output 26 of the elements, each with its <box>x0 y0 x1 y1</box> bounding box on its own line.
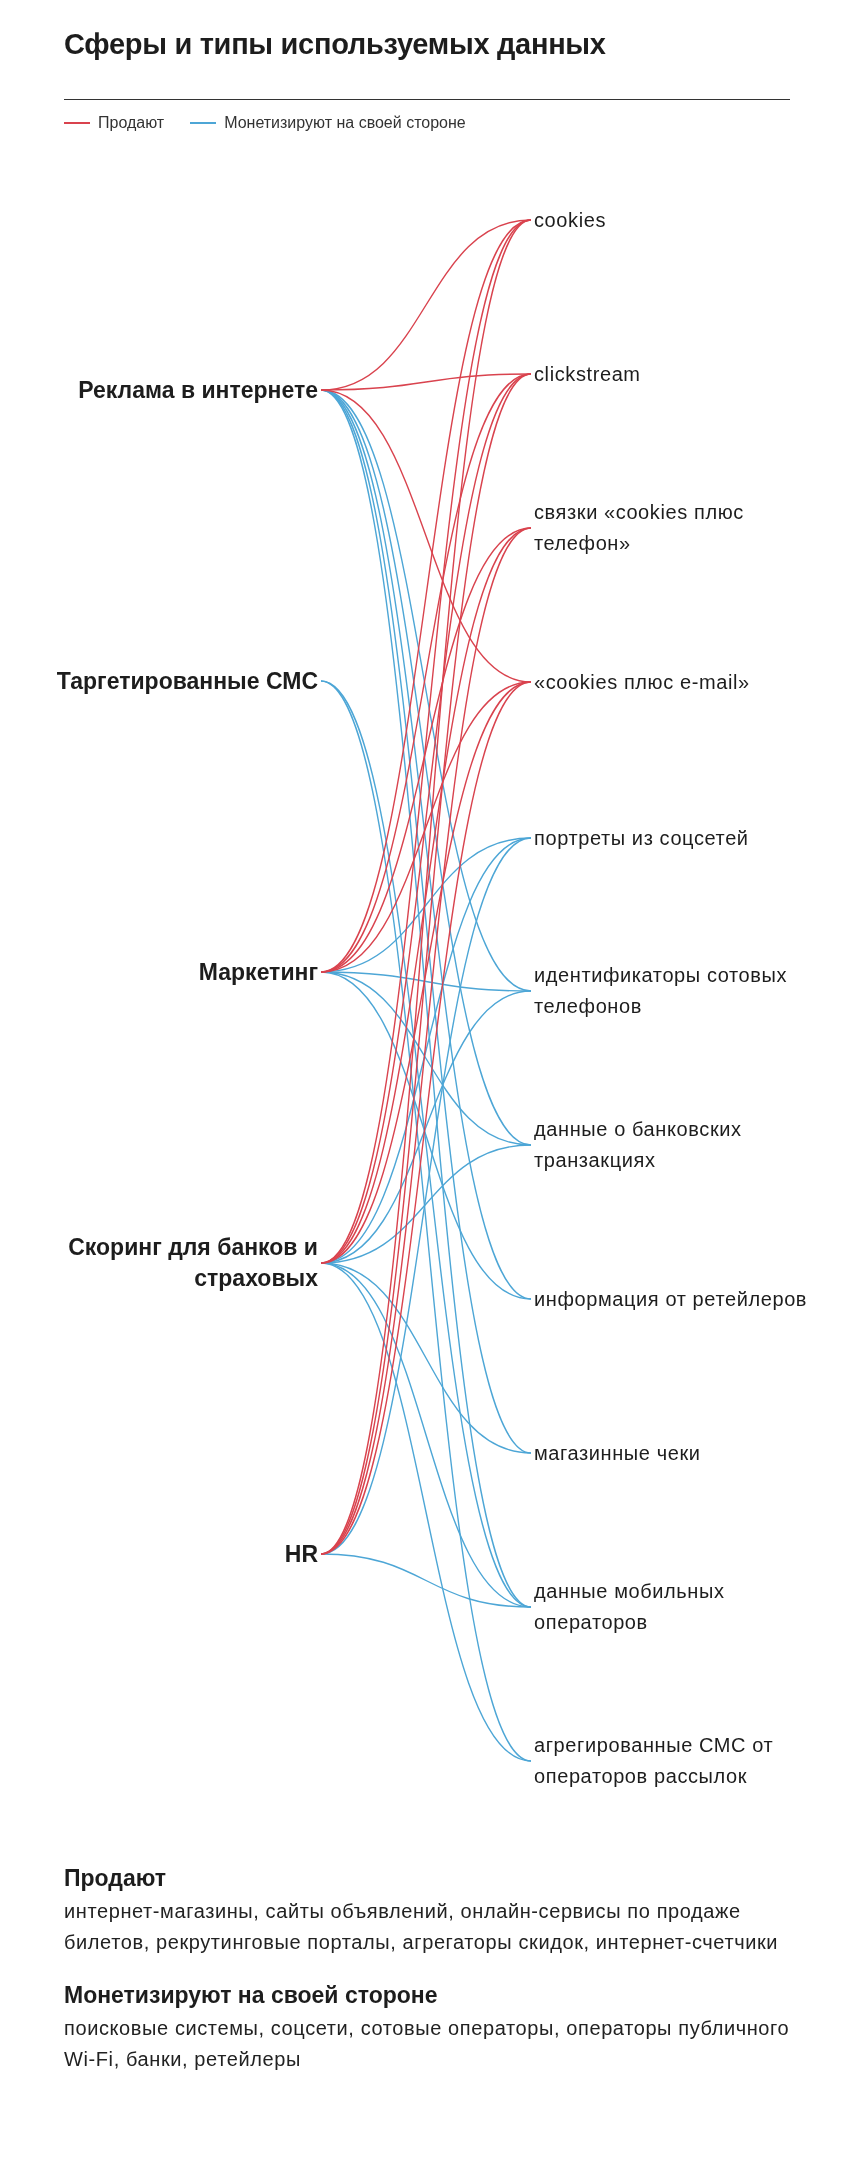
legend-label: Продают <box>98 114 165 132</box>
data-type-label: агрегированные СМС от операторов рассылок <box>534 1733 775 1789</box>
data-type-label: данные о банковских транзакциях <box>534 1117 743 1173</box>
note-heading: Продают <box>64 1865 168 1892</box>
note-text: поисковые системы, соцсети, сотовые операторы, операторы публичного Wi-Fi, банки, ретейлеры <box>64 2016 791 2072</box>
data-type-label: магазинные чеки <box>534 1440 701 1466</box>
note-text: интернет-магазины, сайты объявлений, онлайн-сервисы по продаже билетов, рекрутинговые порталы, агрегаторы скидок, интернет-счетчики <box>64 1899 780 1955</box>
category-label: HR <box>284 1539 318 1569</box>
data-type-label: «cookies плюс e-mail» <box>534 669 750 695</box>
data-type-label: связки «cookies плюс телефон» <box>534 500 745 556</box>
data-type-label: информация от ретейлеров <box>534 1286 808 1312</box>
data-type-label: данные мобильных операторов <box>534 1579 726 1635</box>
data-type-label: cookies <box>534 207 606 233</box>
data-type-label: портреты из соцсетей <box>534 825 749 851</box>
category-label: Реклама в интернете <box>78 375 318 405</box>
title: Сферы и типы используемых данных <box>64 28 606 61</box>
data-type-label: идентификаторы сотовых телефонов <box>534 963 789 1019</box>
category-label: Маркетинг <box>198 957 318 987</box>
category-label: Таргетированные СМС <box>56 666 318 696</box>
connector-line <box>320 1553 532 1608</box>
note-heading: Монетизируют на своей стороне <box>64 1982 439 2009</box>
category-label: Скоринг для банков и страховых <box>67 1233 318 1293</box>
connector-line <box>320 681 532 1264</box>
data-type-label: clickstream <box>534 361 641 387</box>
connector-line <box>320 681 532 973</box>
legend-label: Монетизируют на своей стороне <box>224 114 466 132</box>
